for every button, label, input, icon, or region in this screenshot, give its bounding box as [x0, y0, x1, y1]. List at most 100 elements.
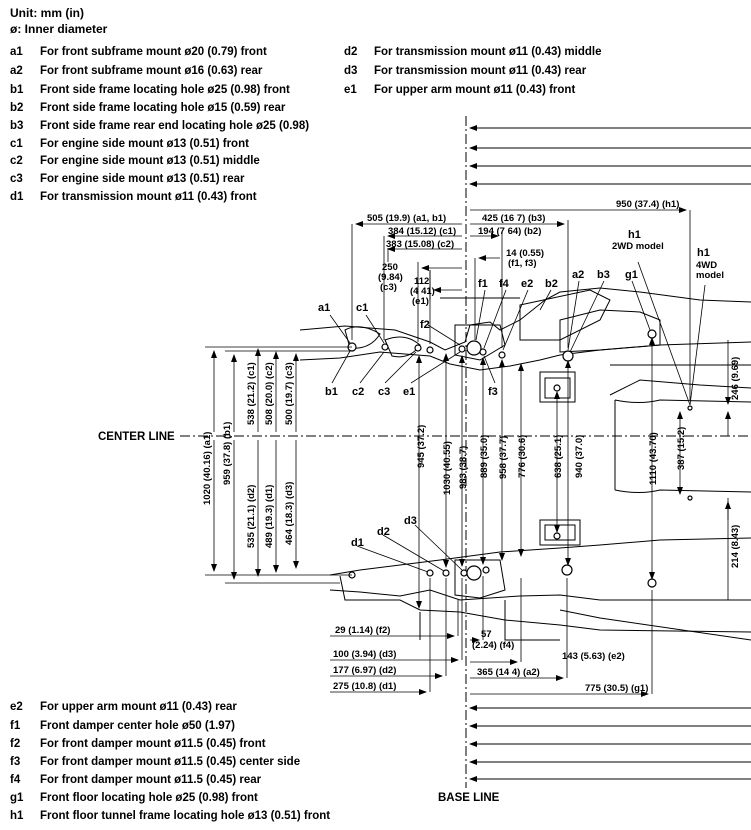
- svg-text:f1: f1: [478, 278, 488, 290]
- svg-text:143 (5.63) (e2): 143 (5.63) (e2): [562, 651, 625, 662]
- label-leaders: [329, 261, 706, 573]
- svg-text:(c3): (c3): [380, 282, 397, 293]
- svg-text:100 (3.94) (d3): 100 (3.94) (d3): [333, 649, 396, 660]
- svg-text:177 (6.97) (d2): 177 (6.97) (d2): [333, 665, 396, 676]
- h1-2wd-label: 2WD model: [612, 241, 664, 252]
- baseline-arrows-bottom: [469, 705, 751, 782]
- vertical-dimension-labels: 1020 (40.16) (a1) 959 (37.8) (b1) 538 (2…: [202, 357, 741, 568]
- svg-text:535 (21.1) (d2): 535 (21.1) (d2): [246, 485, 257, 548]
- svg-text:365 (14 4) (a2): 365 (14 4) (a2): [477, 667, 540, 678]
- svg-text:a1: a1: [318, 302, 330, 314]
- svg-text:d1: d1: [351, 537, 364, 549]
- svg-text:508 (20.0) (c2): 508 (20.0) (c2): [264, 362, 275, 425]
- svg-text:383 (15.08) (c2): 383 (15.08) (c2): [386, 239, 454, 250]
- svg-text:c1: c1: [356, 302, 368, 314]
- svg-text:500 (19.7) (c3): 500 (19.7) (c3): [284, 362, 295, 425]
- bottom-dimension-lines: [330, 576, 653, 697]
- svg-text:f4: f4: [499, 278, 510, 290]
- point-labels: a1 c1 b1 c2 c3 e1 f2 f1 f4 e2 b2 a2 b3 g…: [318, 229, 710, 549]
- svg-text:112: 112: [414, 276, 429, 287]
- h1-4wd-label: 4WD: [696, 260, 717, 271]
- bottom-dimension-labels: 29 (1.14) (f2) 57 (2.24) (f4) 100 (3.94)…: [333, 625, 648, 694]
- svg-text:425 (16 7) (b3): 425 (16 7) (b3): [482, 213, 545, 224]
- svg-text:275 (10.8) (d1): 275 (10.8) (d1): [333, 681, 396, 692]
- svg-text:57: 57: [481, 629, 492, 640]
- svg-text:(9.84): (9.84): [378, 272, 403, 283]
- svg-text:940 (37.0): 940 (37.0): [574, 435, 585, 478]
- svg-text:945 (37.2): 945 (37.2): [416, 425, 427, 468]
- svg-text:h1: h1: [628, 229, 641, 241]
- svg-text:(e1): (e1): [412, 296, 429, 307]
- svg-text:c2: c2: [352, 386, 364, 398]
- svg-text:505 (19.9) (a1, b1): 505 (19.9) (a1, b1): [367, 213, 446, 224]
- base-line-label: BASE LINE: [438, 792, 500, 804]
- unit-note: Unit: mm (in): [10, 6, 84, 20]
- svg-text:250: 250: [382, 262, 398, 273]
- svg-text:489 (19.3) (d1): 489 (19.3) (d1): [264, 485, 275, 548]
- svg-text:776 (30.6): 776 (30.6): [517, 435, 528, 478]
- svg-text:194 (7 64) (b2): 194 (7 64) (b2): [478, 226, 541, 237]
- svg-text:246 (9.69): 246 (9.69): [730, 357, 741, 400]
- svg-text:959 (37.8) (b1): 959 (37.8) (b1): [222, 422, 233, 485]
- svg-text:1020 (40.16) (a1): 1020 (40.16) (a1): [202, 432, 213, 505]
- svg-text:(f1, f3): (f1, f3): [508, 258, 537, 269]
- svg-text:538 (21.2) (c1): 538 (21.2) (c1): [246, 362, 257, 425]
- baseline-arrows-top: [469, 125, 751, 187]
- svg-text:f3: f3: [488, 386, 498, 398]
- svg-text:e1: e1: [403, 386, 415, 398]
- vertical-dimension-lines: [205, 337, 731, 609]
- svg-text:464 (18.3) (d3): 464 (18.3) (d3): [284, 482, 295, 545]
- top-dimension-lines: [351, 207, 691, 400]
- svg-text:f2: f2: [420, 319, 430, 331]
- svg-text:d3: d3: [404, 515, 417, 527]
- svg-text:1110 (43.70): 1110 (43.70): [648, 432, 659, 485]
- svg-text:1030 (40.55): 1030 (40.55): [442, 441, 453, 495]
- svg-text:(4 41): (4 41): [410, 286, 435, 297]
- svg-text:958 (37.7): 958 (37.7): [498, 436, 509, 479]
- svg-text:889 (35.0): 889 (35.0): [479, 435, 490, 478]
- svg-text:e2: e2: [521, 278, 533, 290]
- svg-text:14 (0.55): 14 (0.55): [506, 248, 544, 259]
- top-dimension-labels: 505 (19.9) (a1, b1) 425 (16 7) (b3) 950 …: [367, 199, 679, 307]
- svg-text:29 (1.14) (f2): 29 (1.14) (f2): [335, 625, 390, 636]
- svg-text:h1: h1: [697, 247, 710, 259]
- center-line-label: CENTER LINE: [98, 431, 175, 443]
- h1-4wd-label-2: model: [696, 270, 724, 281]
- svg-text:a2: a2: [572, 269, 584, 281]
- svg-text:b1: b1: [325, 386, 338, 398]
- svg-text:c3: c3: [378, 386, 390, 398]
- svg-text:384 (15.12) (c1): 384 (15.12) (c1): [388, 226, 456, 237]
- svg-text:950 (37.4) (h1): 950 (37.4) (h1): [616, 199, 679, 210]
- svg-text:b3: b3: [597, 269, 610, 281]
- diameter-note: ø: Inner diameter: [10, 22, 108, 36]
- svg-text:775 (30.5) (g1): 775 (30.5) (g1): [585, 683, 648, 694]
- svg-text:d2: d2: [377, 526, 390, 538]
- svg-text:983 (38.7): 983 (38.7): [458, 446, 469, 489]
- svg-text:b2: b2: [545, 278, 558, 290]
- svg-text:638 (25.1): 638 (25.1): [553, 435, 564, 478]
- svg-text:387 (15.2): 387 (15.2): [676, 427, 687, 470]
- mount-holes: [347, 329, 693, 588]
- svg-text:(2.24) (f4): (2.24) (f4): [472, 640, 514, 651]
- lower-frame-outline: [329, 519, 751, 641]
